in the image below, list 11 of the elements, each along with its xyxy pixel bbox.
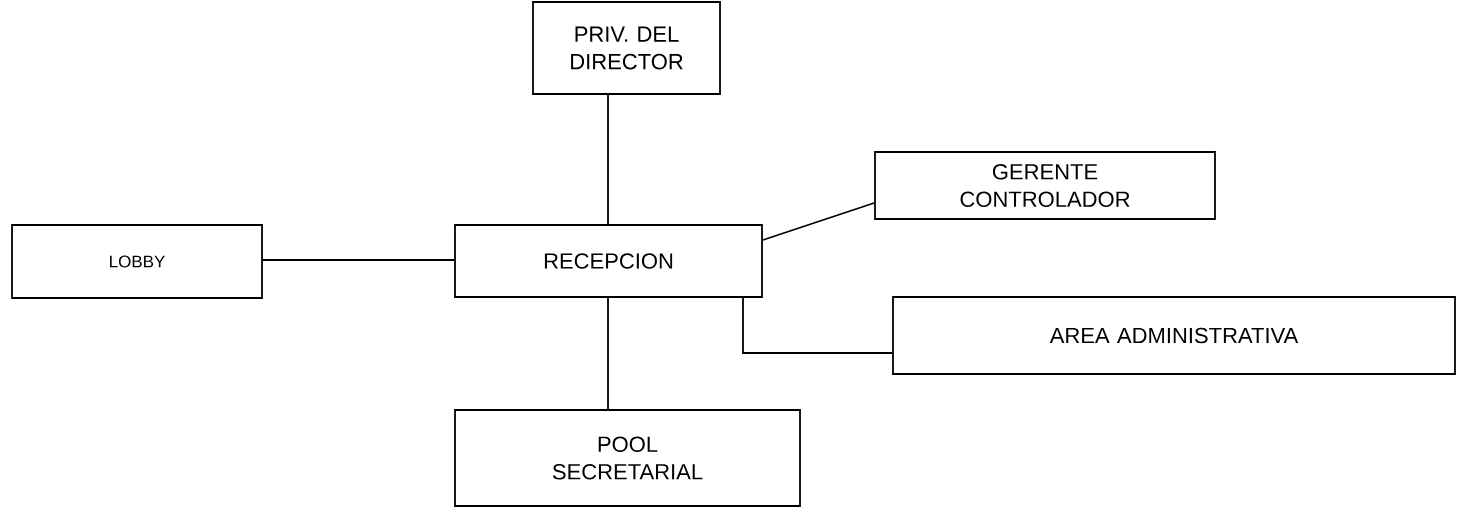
connector-line [262, 259, 455, 261]
connector-line [607, 94, 609, 225]
room-box: RECEPCION [454, 224, 763, 298]
room-box: LOBBY [11, 224, 263, 299]
connector-line [762, 202, 875, 241]
room-box: AREA ADMINISTRATIVA [892, 296, 1456, 375]
connector-line [742, 297, 893, 354]
room-box: GERENTE CONTROLADOR [874, 151, 1216, 220]
room-box: PRIV. DEL DIRECTOR [532, 1, 721, 95]
room-box: POOL SECRETARIAL [454, 409, 801, 507]
connector-line [607, 297, 609, 410]
